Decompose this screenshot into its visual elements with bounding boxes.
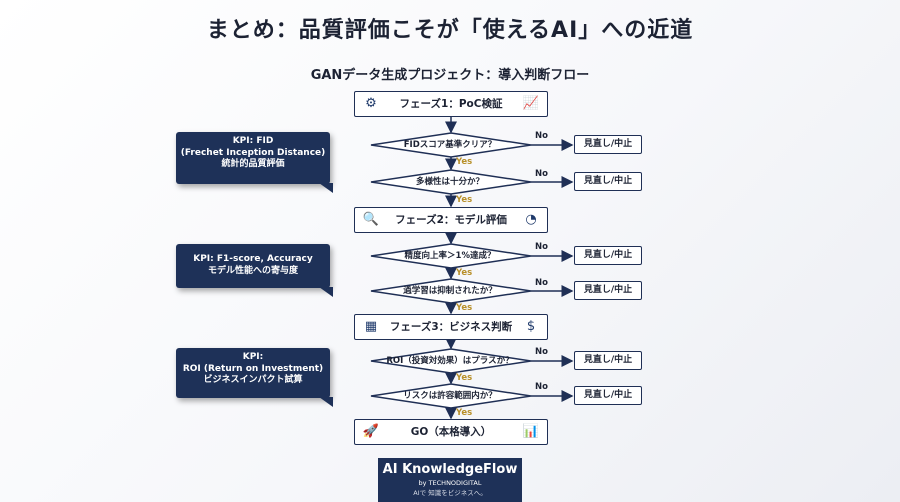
decision-text: FIDスコア基準クリア？: [403, 140, 497, 150]
yes-label: Yes: [456, 303, 473, 313]
logo-name: AI KnowledgeFlow: [382, 462, 518, 477]
stop-box: 見直し/中止: [574, 135, 642, 154]
decision-text: 精度向上率＞1%達成？: [404, 251, 496, 261]
kpi-callout-roi: KPI: ROI (Return on Investment) ビジネスインパク…: [176, 348, 333, 407]
no-label: No: [535, 242, 548, 252]
yes-label: Yes: [456, 408, 473, 418]
yes-label: Yes: [456, 157, 473, 167]
yes-label: Yes: [456, 268, 473, 278]
decision-diamond: [370, 243, 532, 269]
yes-label: Yes: [456, 195, 473, 205]
phase-label: GO（本格導入）: [410, 426, 492, 438]
money-bag-icon: $: [526, 319, 536, 334]
page-title: まとめ：品質評価こそが「使えるAI」への近道: [206, 18, 694, 43]
stop-box: 見直し/中止: [574, 281, 642, 300]
no-label: No: [535, 347, 548, 357]
no-label: No: [535, 131, 548, 141]
callout-tail: [319, 183, 333, 193]
stop-box: 見直し/中止: [574, 351, 642, 370]
decision-text: 多様性は十分か？: [415, 177, 484, 187]
decision-text: リスクは許容範囲内か？: [403, 391, 497, 401]
kpi-detail: ROI (Return on Investment): [182, 363, 324, 374]
calculator-icon: ▦: [364, 319, 378, 334]
kpi-detail: (Frechet Inception Distance): [180, 147, 326, 158]
brand-logo: AI KnowledgeFlow by TECHNODIGITAL AIで 知識…: [378, 458, 522, 502]
kpi-description: 統計的品質評価: [221, 159, 285, 169]
kpi-description: ビジネスインパクト試算: [203, 375, 303, 385]
phase-label: フェーズ1：PoC検証: [399, 98, 503, 110]
stop-box: 見直し/中止: [574, 246, 642, 265]
stop-box: 見直し/中止: [574, 172, 642, 191]
decision-diamond: [370, 132, 532, 158]
decision-text: 過学習は抑制されたか？: [403, 286, 497, 296]
magnifier-icon: 🔍: [362, 212, 380, 227]
kpi-title: KPI:: [242, 352, 264, 362]
callout-tail: [319, 397, 333, 407]
chart-up-icon: 📈: [522, 96, 540, 111]
decision-text: ROI（投資対効果）はプラスか？: [386, 356, 514, 366]
no-label: No: [535, 169, 548, 179]
pie-chart-icon: ◔: [525, 212, 537, 227]
logo-tagline: AIで 知識をビジネスへ。: [413, 489, 487, 497]
go-box: 🚀 GO（本格導入） 📊: [354, 419, 548, 445]
kpi-title: KPI: FID: [232, 136, 274, 146]
no-label: No: [535, 278, 548, 288]
phase-label: フェーズ2：モデル評価: [395, 214, 507, 226]
callout-tail: [319, 287, 333, 297]
phase-3-box: ▦ フェーズ3：ビジネス判断 $: [354, 314, 548, 340]
gears-icon: ⚙: [365, 96, 377, 111]
flow-subtitle: GANデータ生成プロジェクト：導入判断フロー: [310, 68, 590, 83]
decision-diamond: [370, 348, 532, 374]
kpi-callout-f1: KPI: F1-score, Accuracy モデル性能への寄与度: [176, 244, 333, 297]
no-label: No: [535, 382, 548, 392]
phase-label: フェーズ3：ビジネス判断: [389, 321, 513, 333]
kpi-callout-fid: KPI: FID (Frechet Inception Distance) 統計…: [176, 132, 333, 193]
decision-diamond: [370, 278, 532, 304]
decision-diamond: [370, 169, 532, 195]
stop-box: 見直し/中止: [574, 386, 642, 405]
growth-chart-icon: 📊: [522, 424, 540, 439]
logo-by: by TECHNODIGITAL: [418, 479, 482, 487]
phase-1-box: ⚙ フェーズ1：PoC検証 📈: [354, 91, 548, 117]
phase-2-box: 🔍 フェーズ2：モデル評価 ◔: [354, 207, 548, 233]
kpi-description: モデル性能への寄与度: [207, 265, 298, 276]
decision-diamond: [370, 383, 532, 409]
kpi-title: KPI: F1-score, Accuracy: [193, 254, 313, 264]
yes-label: Yes: [456, 373, 473, 383]
rocket-icon: 🚀: [362, 424, 380, 439]
